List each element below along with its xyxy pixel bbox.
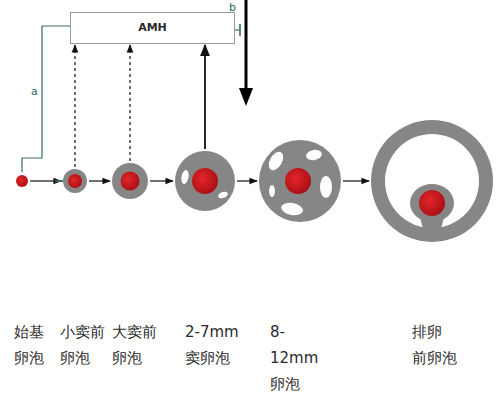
follicle-node: 始基 卵泡 xyxy=(15,174,29,188)
connector xyxy=(204,45,206,149)
inhibitor-bar xyxy=(239,24,241,36)
connector-group xyxy=(150,181,173,182)
stage-label: 排卵 前卵泡 xyxy=(412,319,462,371)
hormone-box: AMH xyxy=(70,12,235,44)
follicle-node: 大窦前 卵泡 xyxy=(111,162,149,200)
granulosa-layer xyxy=(175,151,235,211)
follicle-graphic xyxy=(370,119,494,243)
granulosa-layer xyxy=(112,163,148,199)
stage-label: 大窦前 卵泡 xyxy=(112,319,162,371)
oocyte xyxy=(16,175,28,187)
follicle-node: 2-7mm 窦卵泡 xyxy=(174,150,236,212)
antrum-cavity xyxy=(269,185,275,197)
connector xyxy=(89,180,110,181)
oocyte xyxy=(121,172,140,191)
big-arrow-shaft xyxy=(245,0,248,92)
follicle-graphic xyxy=(258,139,342,223)
stage-label: 小窦前 卵泡 xyxy=(60,319,110,371)
antrum-cavity xyxy=(217,190,228,199)
antrum-cavity xyxy=(180,169,189,184)
oocyte xyxy=(419,190,445,216)
follicle-graphic xyxy=(174,150,236,212)
follicle-node: 小窦前 卵泡 xyxy=(62,168,88,194)
connector-group xyxy=(205,45,206,149)
follicle-node: 排卵 前卵泡 xyxy=(370,119,494,243)
antrum-cavity xyxy=(280,201,304,217)
follicle-graphic xyxy=(15,174,29,188)
granulosa-layer xyxy=(259,140,341,222)
hormone-name: AMH xyxy=(71,13,234,43)
connector-group xyxy=(343,181,369,182)
cumulus-oophorus xyxy=(410,184,454,222)
follicle-shape xyxy=(259,140,341,222)
follicle-node: 8-12mm 卵泡 xyxy=(258,139,342,223)
oocyte xyxy=(192,168,218,194)
connector xyxy=(129,45,130,161)
follicle-graphic xyxy=(62,168,88,194)
connector xyxy=(237,180,257,181)
antrum-cavity xyxy=(266,149,286,172)
connector-group xyxy=(22,26,70,181)
theca-ring xyxy=(371,120,493,242)
follicle-shape xyxy=(371,120,493,242)
pathway-letter: a xyxy=(31,85,38,98)
connector xyxy=(343,180,369,181)
connector-group xyxy=(130,45,131,161)
antrum-cavity xyxy=(305,149,322,162)
connector xyxy=(74,45,75,167)
follicle-shape xyxy=(63,169,87,193)
connector-group xyxy=(89,181,110,182)
connector-group xyxy=(75,45,76,167)
connector xyxy=(150,180,173,181)
connector-group xyxy=(237,181,257,182)
stage-label: 2-7mm 窦卵泡 xyxy=(185,319,243,371)
follicle-shape xyxy=(112,163,148,199)
stage-label: 8-12mm 卵泡 xyxy=(270,319,332,397)
granulosa-layer xyxy=(63,169,87,193)
follicle-shape xyxy=(175,151,235,211)
oocyte xyxy=(68,174,82,188)
follicle-graphic xyxy=(111,162,149,200)
oocyte xyxy=(285,168,311,194)
big-arrow-head xyxy=(239,88,253,106)
antrum-cavity xyxy=(320,176,332,198)
inhibition-line xyxy=(22,26,70,172)
antrum xyxy=(385,134,479,228)
follicle-shape xyxy=(16,175,28,187)
pathway-letter: b xyxy=(229,1,236,14)
stage-label: 始基 卵泡 xyxy=(14,319,48,371)
